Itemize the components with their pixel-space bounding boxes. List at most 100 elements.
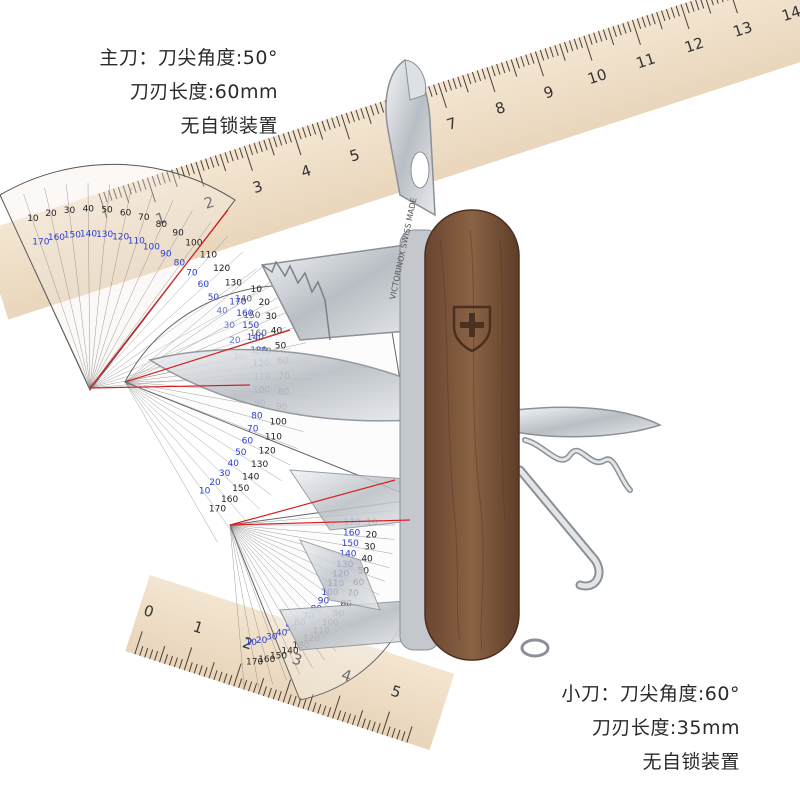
protractor-degree-label: 140 (235, 294, 252, 304)
ruler-tick (525, 54, 530, 66)
ruler-tick (208, 661, 215, 679)
ruler-number: 12 (682, 34, 706, 57)
ruler-tick (292, 695, 297, 706)
ruler-tick (351, 715, 356, 726)
ruler-tick (214, 155, 220, 167)
ruler-tick (117, 186, 123, 198)
ruler-tick (559, 43, 566, 61)
ruler-tick (188, 662, 193, 673)
protractor-ray (124, 381, 247, 522)
ruler-tick (505, 60, 511, 72)
ruler-tick (161, 172, 166, 184)
ruler-tick (381, 711, 390, 735)
ruler-tick (496, 63, 501, 75)
ruler-tick (704, 0, 712, 14)
protractor-degree-label: 150 (243, 311, 260, 321)
ruler-tick (366, 720, 371, 730)
protractor-degree-label: 120 (259, 446, 276, 456)
ruler-tick (317, 703, 322, 714)
protractor-degree-label-inner: 140 (339, 550, 356, 560)
ruler-tick (336, 115, 341, 127)
ruler-tick (163, 654, 169, 664)
shield-logo-icon (452, 305, 492, 353)
protractor-degree-label-inner: 110 (128, 237, 145, 247)
protractor-ray (89, 236, 228, 389)
ruler-tick (144, 647, 149, 658)
ruler-tick (200, 160, 205, 171)
ruler-tick (520, 56, 525, 67)
ruler-tick (346, 713, 352, 724)
protractor-degree-label: 20 (45, 209, 57, 219)
protractor-degree-label: 110 (200, 250, 217, 260)
ruler-number: 10 (585, 65, 609, 88)
protractor-degree-label: 80 (156, 220, 168, 230)
ruler-tick (699, 0, 705, 9)
protractor-ray (229, 524, 366, 620)
ruler-tick (437, 82, 447, 108)
ruler-tick (224, 152, 229, 164)
ruler-tick (146, 177, 156, 203)
protractor-degree-label: 50 (101, 206, 113, 216)
ruler-tick (386, 726, 391, 737)
protractor-degree-label-inner: 20 (256, 636, 268, 646)
protractor-degree-label: 50 (275, 341, 287, 351)
ruler-tick (481, 68, 486, 80)
ruler-tick (149, 649, 154, 660)
ruler-tick (690, 0, 695, 12)
ruler-tick (331, 117, 336, 129)
ruler-tick (185, 164, 191, 176)
protractor-degree-label: 40 (361, 555, 373, 565)
protractor-degree-label: 140 (281, 647, 298, 657)
protractor-degree-label-inner: 90 (318, 596, 330, 606)
ruler-tick (253, 683, 258, 693)
protractor-degree-label: 60 (120, 208, 132, 218)
ruler-tick (287, 131, 292, 143)
ruler-tick (597, 30, 603, 42)
protractor-degree-label: 150 (270, 651, 287, 661)
protractor-ray (89, 222, 212, 389)
protractor-ray (44, 188, 91, 389)
protractor-degree-label-inner: 30 (266, 633, 278, 643)
protractor-degree-label: 130 (251, 460, 268, 470)
ruler-tick (277, 134, 283, 146)
ruler-tick (471, 71, 477, 83)
ruler-tick (238, 678, 243, 689)
protractor-ray (229, 524, 245, 690)
ruler-tick (168, 655, 173, 666)
ruler-tick (263, 139, 268, 151)
protractor-ray (23, 193, 91, 389)
ruler-tick (258, 141, 263, 152)
ruler-tick (219, 153, 227, 172)
ruler-tick (173, 657, 178, 668)
protractor-degree-label-inner: 60 (242, 436, 254, 446)
protractor-degree-label: 130 (225, 278, 242, 288)
protractor-degree-label: 140 (242, 472, 259, 482)
ruler-tick (345, 112, 351, 124)
protractor-degree-label: 30 (265, 312, 277, 322)
ruler-tick (302, 127, 307, 138)
ruler-tick (685, 2, 690, 14)
knife-tools (148, 59, 662, 658)
protractor-ray (124, 381, 218, 543)
protractor-degree-label: 170 (246, 658, 263, 668)
ruler-tick (228, 675, 233, 685)
ruler-tick (332, 695, 341, 719)
protractor-ray (87, 183, 91, 389)
ruler-tick (661, 10, 666, 22)
ruler-tick (641, 16, 647, 28)
ruler-tick (719, 0, 724, 3)
ruler-tick (248, 144, 254, 156)
ruler-tick (166, 171, 171, 182)
ruler-tick (218, 671, 223, 682)
ruler-tick (311, 123, 317, 135)
ruler-tick (391, 728, 396, 738)
ruler-tick (457, 76, 462, 88)
protractor-degree-label-inner: 20 (209, 478, 221, 488)
ruler-tick (297, 128, 302, 140)
protractor-degree-label: 170 (209, 504, 226, 514)
ruler-tick (243, 145, 253, 171)
ruler-tick (277, 691, 282, 701)
protractor-degree-label-inner: 40 (276, 629, 288, 639)
ruler-tick (374, 103, 380, 115)
